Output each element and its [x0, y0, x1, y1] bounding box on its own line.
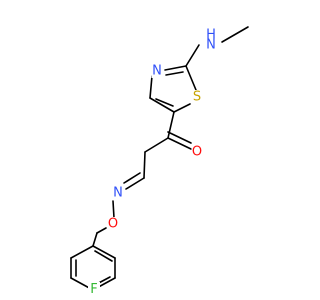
- bond-c4-c5-inner: [155, 98, 174, 107]
- atom-amine-n: N: [206, 38, 216, 53]
- atom-fluorine: F: [88, 282, 100, 298]
- bond-n-o: [112, 200, 115, 219]
- ring-bond-1-inner: [94, 250, 113, 262]
- atom-label-bg: [205, 28, 217, 42]
- bond-nh-c2: [185, 44, 200, 67]
- bond-ch2-ch: [143, 151, 146, 179]
- atom-amine-h: H: [206, 28, 216, 43]
- molecule-canvas: H N N S O N O F: [70, 26, 249, 298]
- atom-label-bg: [191, 145, 203, 159]
- bond-co-o-inner: [167, 131, 192, 144]
- bond-c5-s1: [173, 103, 191, 113]
- atom-label-bg: [112, 186, 124, 200]
- bond-ch-n: [125, 177, 145, 190]
- atom-label-bg: [205, 38, 217, 52]
- bond-ch-n-inner: [123, 172, 141, 184]
- structure-diagram: H N N S O N O: [70, 26, 249, 293]
- bond-c4-c5: [149, 97, 175, 113]
- bond-ch2-ipso: [92, 232, 98, 247]
- bond-o-ch2: [96, 227, 107, 234]
- bond-c2-n3-inner: [165, 71, 184, 76]
- atom-label-bg: [107, 217, 119, 231]
- bond-co-ch2: [144, 137, 169, 153]
- bond-n3-c4: [149, 75, 153, 99]
- bond-c5-co: [167, 111, 175, 139]
- bond-co-o: [167, 137, 192, 150]
- atom-label-backgrounds: [107, 28, 217, 231]
- atom-label-bg: [151, 64, 163, 78]
- bond-c2-s1: [185, 65, 197, 91]
- atom-ketone-o: O: [192, 145, 202, 160]
- atom-thiazole-n: N: [152, 64, 162, 79]
- atom-oxime-o: O: [108, 217, 118, 232]
- bond-methyl-nh: [221, 26, 249, 43]
- atom-thiazole-s: S: [193, 90, 201, 105]
- atom-labels: H N N S O N O: [108, 28, 216, 232]
- bond-c2-n3: [164, 65, 187, 71]
- ring-bond-6: [70, 245, 94, 259]
- ring-bond-1: [92, 245, 116, 259]
- atom-oxime-n: N: [113, 186, 123, 201]
- atom-label-bg: [191, 90, 203, 104]
